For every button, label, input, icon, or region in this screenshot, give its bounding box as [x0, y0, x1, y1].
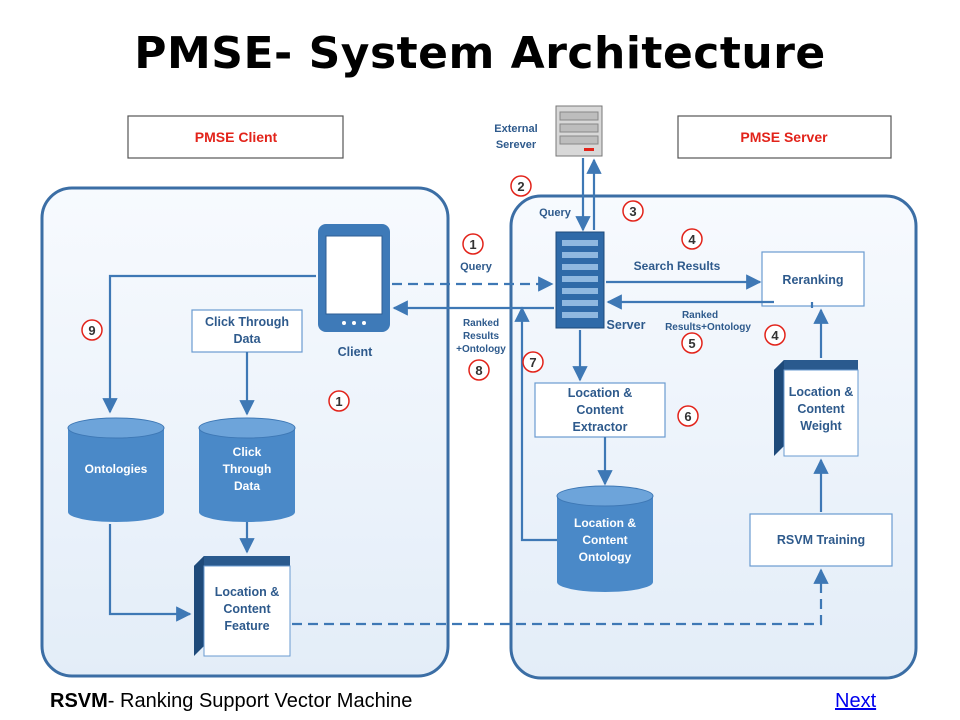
- step-7-number: 7: [529, 355, 536, 370]
- external-server-icon: [555, 105, 603, 157]
- lce-label-line1: Location &: [568, 386, 633, 400]
- step-4b-number: 4: [771, 328, 779, 343]
- step-7-circle: [522, 351, 544, 373]
- rsvm-training-box: RSVM Training: [749, 513, 893, 567]
- click-through-label-line2: Data: [233, 332, 261, 346]
- step-4a-circle: [681, 228, 703, 250]
- lcf-label-line2: Content: [223, 602, 271, 616]
- click-through-label-line1: Click Through: [205, 315, 289, 329]
- step-8-number: 8: [475, 363, 482, 378]
- pmse-server-label-box: PMSE Server: [677, 115, 892, 159]
- step-3-number: 3: [629, 204, 636, 219]
- page-title: PMSE- System Architecture: [134, 28, 826, 79]
- location-content-extractor-box: Location & Content Extractor: [534, 382, 666, 438]
- step-4b-circle: [764, 324, 786, 346]
- arrow-ontologies-to-feature: [108, 524, 192, 622]
- click-through-data-box: Click Through Data: [191, 309, 303, 353]
- footer-note: RSVM- Ranking Support Vector Machine: [50, 690, 412, 713]
- lcw-label-line3: Weight: [800, 419, 842, 433]
- rsvm-training-label: RSVM Training: [777, 533, 865, 547]
- lco-label-line1: Location &: [574, 516, 636, 530]
- tablet-icon: [318, 224, 390, 332]
- reranking-box: Reranking: [761, 251, 865, 307]
- lce-label-line2: Content: [576, 403, 624, 417]
- client-device-label: Client: [338, 345, 374, 359]
- pmse-client-label-box: PMSE Client: [127, 115, 344, 159]
- step-6-circle: [677, 405, 699, 427]
- step-4a-number: 4: [688, 232, 696, 247]
- step-1b-circle: [328, 390, 350, 412]
- click-through-data-database: Click Through Data: [198, 417, 296, 522]
- next-link[interactable]: Next: [835, 690, 877, 712]
- lco-label-line3: Ontology: [579, 550, 632, 564]
- step-2-number: 2: [517, 179, 524, 194]
- location-content-ontology-database: Location & Content Ontology: [556, 485, 654, 592]
- ontologies-label: Ontologies: [85, 462, 148, 476]
- server-device-label: Server: [607, 318, 646, 332]
- search-results-label: Search Results: [634, 259, 721, 273]
- ranked-client-label-line2: Results: [463, 331, 500, 342]
- external-server-label-line2: Serever: [496, 139, 537, 151]
- ranked-onto-label-line2: Results+Ontology: [665, 322, 751, 333]
- arrow-ontology-to-server: [514, 306, 557, 542]
- location-content-feature-box: Location & Content Feature: [194, 556, 291, 657]
- reranking-label: Reranking: [782, 273, 843, 287]
- external-server-label-line1: External: [494, 123, 537, 135]
- location-content-weight-box: Location & Content Weight: [774, 360, 859, 457]
- arrow-feature-to-training: [292, 568, 829, 626]
- step-2-circle: [510, 175, 532, 197]
- step-3-circle: [622, 200, 644, 222]
- ontologies-database: Ontologies: [67, 417, 165, 522]
- ctd-db-label-line1: Click: [233, 445, 262, 459]
- ranked-client-label-line1: Ranked: [463, 318, 499, 329]
- lcw-label-line2: Content: [797, 402, 845, 416]
- lcf-label-line3: Feature: [224, 619, 269, 633]
- lcw-label-line1: Location &: [789, 385, 854, 399]
- query-client-label: Query: [460, 261, 493, 273]
- ranked-client-label-line3: +Ontology: [456, 344, 506, 355]
- pmse-server-label: PMSE Server: [740, 129, 828, 145]
- ranked-onto-label-line1: Ranked: [682, 310, 718, 321]
- lco-label-line2: Content: [582, 533, 627, 547]
- step-9-circle: [81, 319, 103, 341]
- lcf-label-line1: Location &: [215, 585, 280, 599]
- pmse-client-label: PMSE Client: [195, 129, 278, 145]
- ctd-db-label-line2: Through: [223, 462, 272, 476]
- step-5-number: 5: [688, 336, 695, 351]
- step-1a-number: 1: [469, 237, 476, 252]
- rack-server-icon: [555, 231, 605, 329]
- ctd-db-label-line3: Data: [234, 479, 260, 493]
- footer-definition: - Ranking Support Vector Machine: [107, 690, 413, 712]
- step-9-number: 9: [88, 323, 95, 338]
- footer-abbr: RSVM: [50, 690, 108, 712]
- step-5-circle: [681, 332, 703, 354]
- step-1b-number: 1: [335, 394, 342, 409]
- step-6-number: 6: [684, 409, 691, 424]
- arrow-client-to-ontologies: [102, 274, 316, 414]
- step-1a-circle: [462, 233, 484, 255]
- query-server-label: Query: [539, 207, 572, 219]
- step-8-circle: [468, 359, 490, 381]
- lce-label-line3: Extractor: [573, 420, 628, 434]
